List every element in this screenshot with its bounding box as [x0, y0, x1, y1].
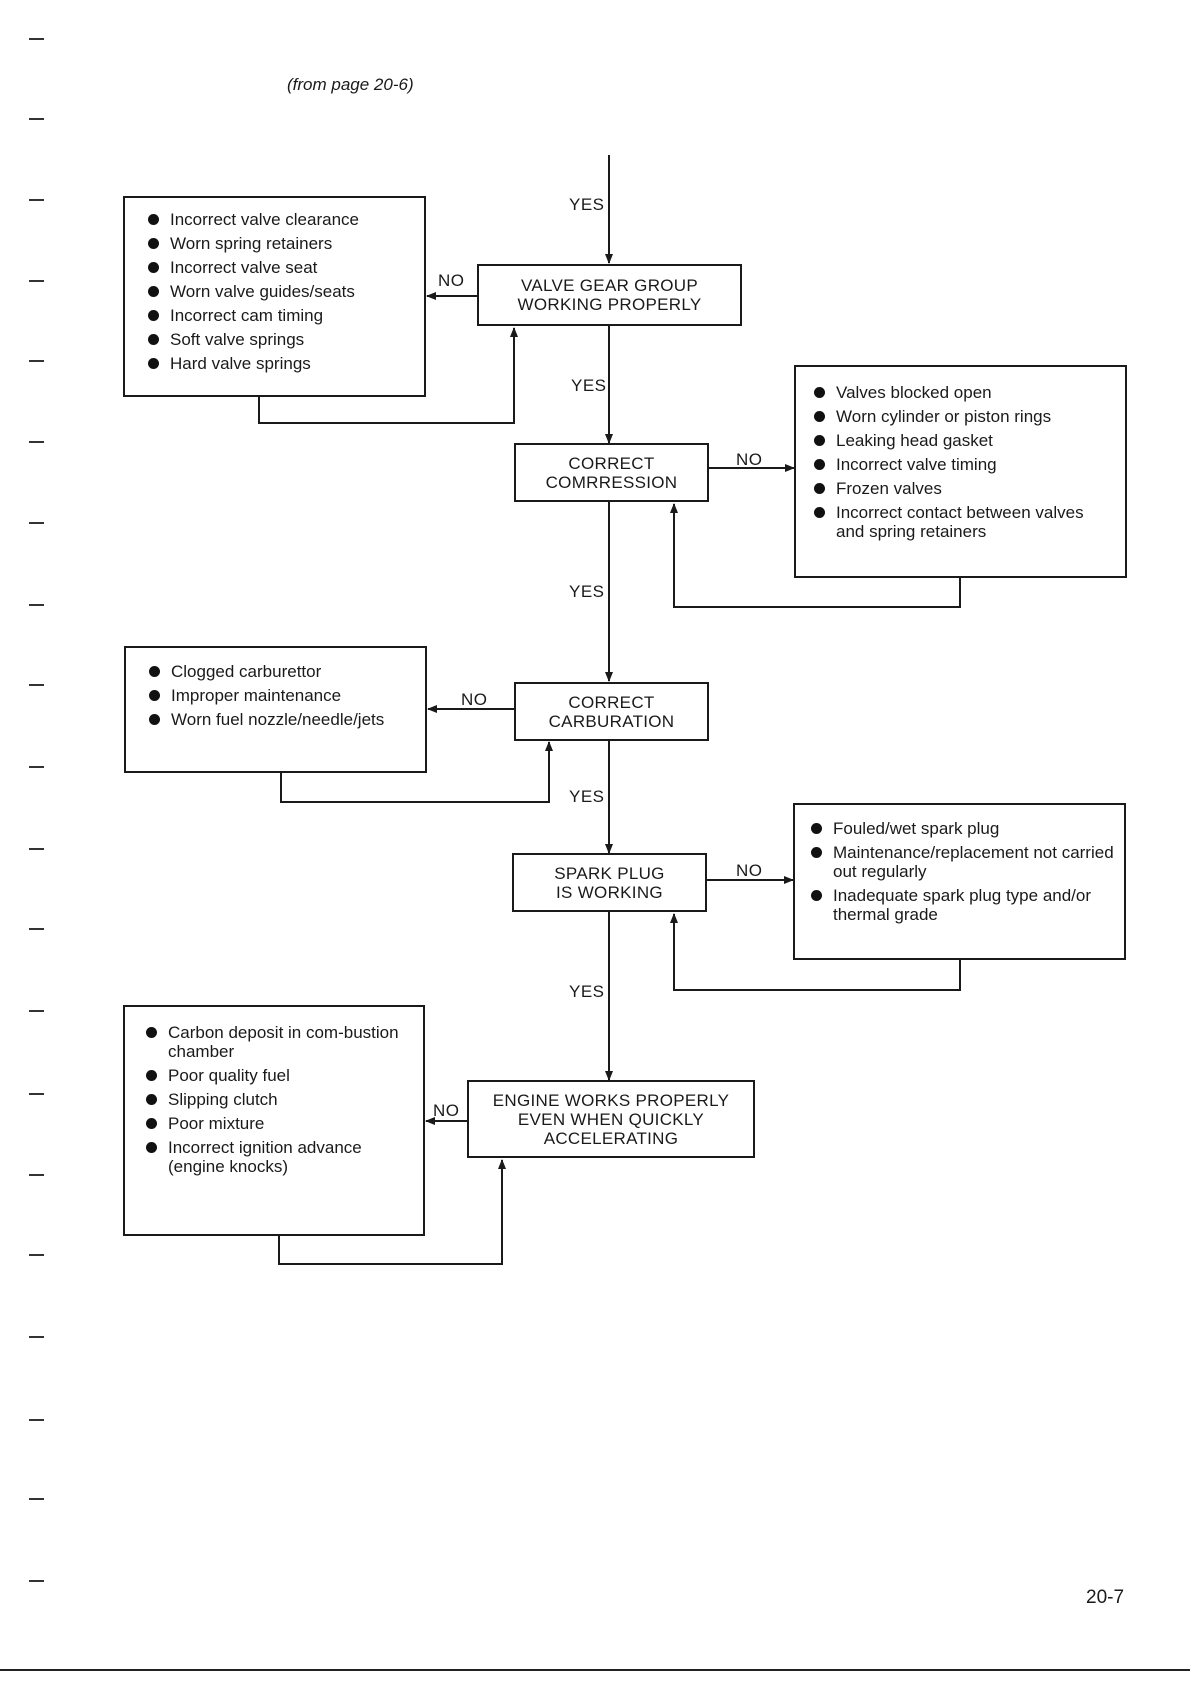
- margin-tick: [29, 928, 44, 930]
- no-label: NO: [433, 1101, 460, 1120]
- compression-check-box: CORRECT COMRRESSION: [514, 443, 709, 502]
- cause-item: Frozen valves: [814, 479, 1115, 498]
- decision-text: IS WORKING: [556, 882, 663, 902]
- decision-text: VALVE GEAR GROUP: [520, 276, 699, 295]
- cause-item: Carbon deposit in com-bustion chamber: [146, 1023, 413, 1061]
- engine-causes-box: Carbon deposit in com-bustion chamber Po…: [123, 1005, 425, 1236]
- margin-tick: [29, 1174, 44, 1176]
- decision-text: COMRRESSION: [545, 472, 678, 492]
- cause-list: Valves blocked open Worn cylinder or pis…: [814, 383, 1115, 541]
- cause-item: Poor quality fuel: [146, 1066, 413, 1085]
- decision-text: EVEN WHEN QUICKLY: [517, 1109, 705, 1129]
- decision-text: CORRECT: [568, 692, 655, 712]
- no-label: NO: [438, 271, 465, 290]
- feedback-loop-compression: [670, 503, 961, 608]
- margin-tick: [29, 1254, 44, 1256]
- cause-item: Slipping clutch: [146, 1090, 413, 1109]
- yes-label: YES: [569, 982, 605, 1001]
- source-page-reference: (from page 20-6): [287, 75, 414, 94]
- decision-text: ENGINE WORKS PROPERLY: [492, 1090, 730, 1110]
- no-label: NO: [461, 690, 488, 709]
- margin-tick: [29, 199, 44, 201]
- decision-text: CARBURATION: [548, 711, 675, 731]
- feedback-loop-spark-plug: [670, 913, 961, 991]
- spark-plug-check-box: SPARK PLUG IS WORKING: [512, 853, 707, 912]
- margin-tick: [29, 604, 44, 606]
- page-number: 20-7: [1086, 1587, 1125, 1608]
- cause-item: Soft valve springs: [148, 330, 424, 349]
- cause-item: Clogged carburettor: [149, 662, 425, 681]
- cause-item: Incorrect valve timing: [814, 455, 1115, 474]
- cause-item: Worn fuel nozzle/needle/jets: [149, 710, 425, 729]
- cause-item: Incorrect ignition advance (engine knock…: [146, 1138, 413, 1176]
- margin-tick: [29, 1010, 44, 1012]
- bottom-rule: [0, 1669, 1190, 1671]
- yes-label: YES: [569, 787, 605, 806]
- margin-tick: [29, 360, 44, 362]
- cause-item: Fouled/wet spark plug: [811, 819, 1114, 838]
- margin-tick: [29, 118, 44, 120]
- cause-item: Worn valve guides/seats: [148, 282, 424, 301]
- cause-list: Clogged carburettor Improper maintenance…: [149, 662, 425, 729]
- engine-check-box: ENGINE WORKS PROPERLY EVEN WHEN QUICKLY …: [467, 1080, 755, 1158]
- valve-gear-causes-box: Incorrect valve clearance Worn spring re…: [123, 196, 426, 397]
- feedback-loop-valve-gear: [258, 327, 518, 424]
- cause-item: Incorrect cam timing: [148, 306, 424, 325]
- no-label: NO: [736, 861, 763, 880]
- cause-item: Maintenance/replacement not carried out …: [811, 843, 1114, 881]
- margin-tick: [29, 38, 44, 40]
- yes-label: YES: [569, 582, 605, 601]
- compression-causes-box: Valves blocked open Worn cylinder or pis…: [794, 365, 1127, 578]
- valve-gear-check-box: VALVE GEAR GROUP WORKING PROPERLY: [477, 264, 742, 326]
- margin-tick: [29, 766, 44, 768]
- cause-item: Worn cylinder or piston rings: [814, 407, 1115, 426]
- cause-item: Incorrect contact between valves and spr…: [814, 503, 1115, 541]
- cause-item: Leaking head gasket: [814, 431, 1115, 450]
- margin-tick: [29, 1580, 44, 1582]
- feedback-loop-engine: [278, 1159, 506, 1265]
- decision-text: CORRECT: [568, 453, 655, 473]
- margin-tick: [29, 1336, 44, 1338]
- margin-tick: [29, 1093, 44, 1095]
- cause-item: Hard valve springs: [148, 354, 424, 373]
- decision-text: SPARK PLUG: [554, 863, 665, 883]
- margin-tick: [29, 441, 44, 443]
- margin-tick: [29, 848, 44, 850]
- cause-item: Incorrect valve seat: [148, 258, 424, 277]
- cause-list: Carbon deposit in com-bustion chamber Po…: [146, 1023, 413, 1176]
- spark-plug-causes-box: Fouled/wet spark plug Maintenance/replac…: [793, 803, 1126, 960]
- decision-text: ACCELERATING: [543, 1128, 679, 1148]
- cause-item: Improper maintenance: [149, 686, 425, 705]
- cause-item: Worn spring retainers: [148, 234, 424, 253]
- yes-label: YES: [569, 195, 605, 214]
- cause-list: Incorrect valve clearance Worn spring re…: [148, 210, 424, 373]
- cause-list: Fouled/wet spark plug Maintenance/replac…: [811, 819, 1114, 924]
- cause-item: Valves blocked open: [814, 383, 1115, 402]
- margin-tick: [29, 1498, 44, 1500]
- margin-tick: [29, 280, 44, 282]
- no-label: NO: [736, 450, 763, 469]
- margin-tick: [29, 522, 44, 524]
- cause-item: Incorrect valve clearance: [148, 210, 424, 229]
- margin-tick: [29, 1419, 44, 1421]
- cause-item: Inadequate spark plug type and/or therma…: [811, 886, 1114, 924]
- decision-text: WORKING PROPERLY: [517, 295, 702, 314]
- carburation-causes-box: Clogged carburettor Improper maintenance…: [124, 646, 427, 773]
- carburation-check-box: CORRECT CARBURATION: [514, 682, 709, 741]
- yes-label: YES: [571, 376, 607, 395]
- margin-tick: [29, 684, 44, 686]
- feedback-loop-carburation: [280, 741, 553, 803]
- cause-item: Poor mixture: [146, 1114, 413, 1133]
